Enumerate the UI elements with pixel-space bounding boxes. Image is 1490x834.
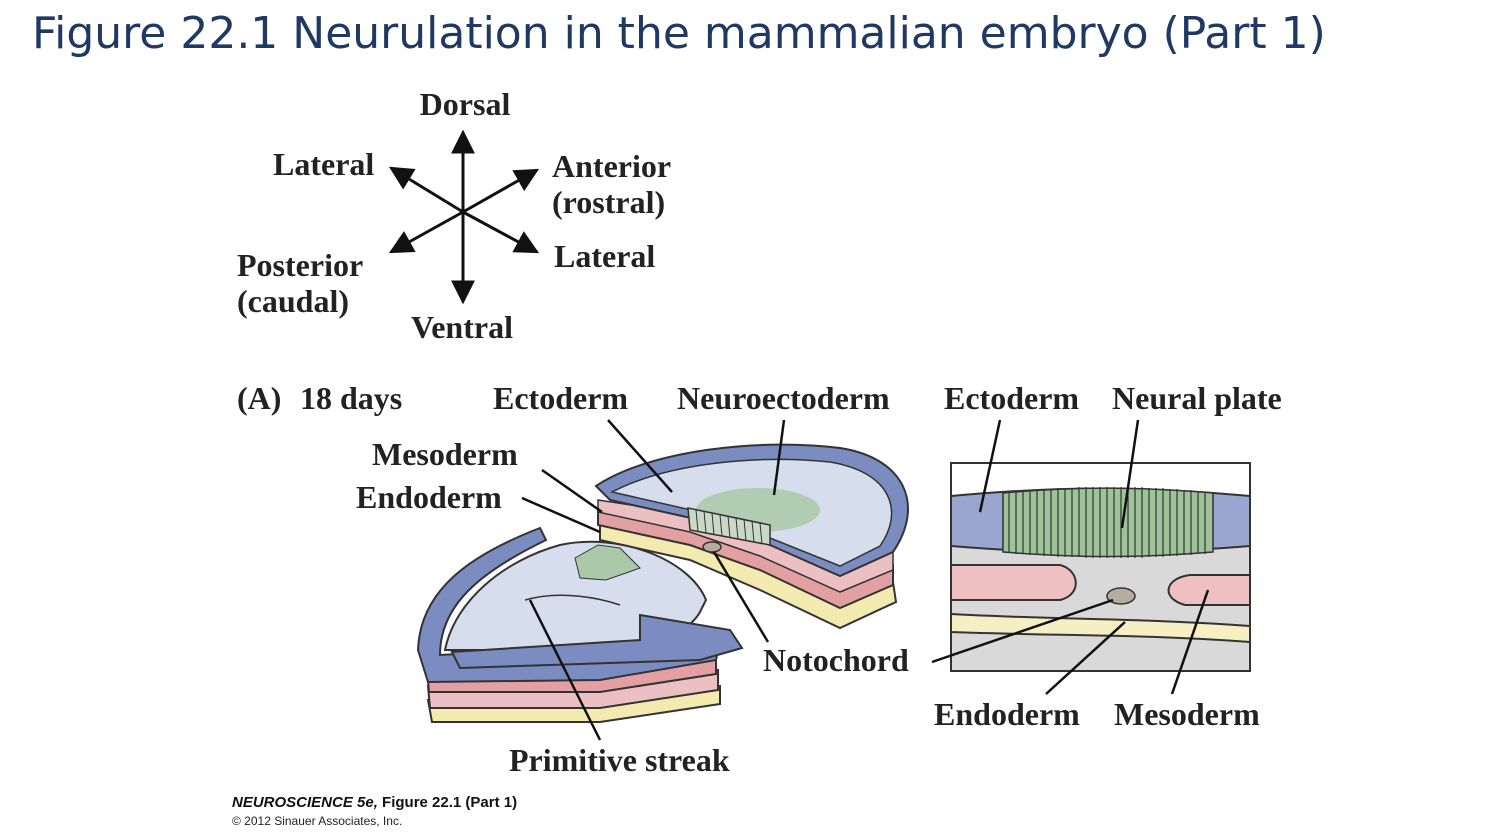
embryo-endoderm-label: Endoderm [356, 479, 502, 515]
copyright-line: © 2012 Sinauer Associates, Inc. [232, 814, 403, 828]
posterior-label: Posterior [237, 247, 363, 283]
embryo-ectoderm-label: Ectoderm [493, 380, 628, 416]
primitive-streak-label: Primitive streak [509, 742, 730, 778]
neural-plate-leader [1120, 419, 1140, 529]
lateral-right-label: Lateral [554, 238, 655, 274]
embryo-mesoderm-label: Mesoderm [372, 436, 518, 472]
notochord-label: Notochord [763, 642, 909, 678]
section-ectoderm-label: Ectoderm [944, 380, 1079, 416]
ventral-label: Ventral [411, 309, 513, 345]
posterior-sub-label: (caudal) [237, 283, 349, 319]
embryo-posterior-half [416, 526, 744, 723]
lateral-left-arrow [388, 166, 464, 214]
section-notochord-leader [931, 598, 1114, 664]
anterior-arrow [462, 168, 540, 214]
figure-title: Figure 22.1 Neurulation in the mammalian… [32, 8, 1326, 59]
endoderm-leader [521, 496, 601, 534]
section-ectoderm-leader [978, 419, 1002, 513]
credit-book: NEUROSCIENCE 5e, [232, 794, 378, 811]
dorsal-label: Dorsal [420, 86, 511, 122]
section-endoderm-leader [1045, 621, 1126, 695]
neural-plate-label: Neural plate [1112, 380, 1282, 416]
credit-line: NEUROSCIENCE 5e, Figure 22.1 (Part 1) [232, 794, 517, 811]
ectoderm-leader [607, 419, 673, 493]
neuroectoderm-label: Neuroectoderm [677, 380, 890, 416]
posterior-arrow [388, 210, 464, 254]
cross-section [950, 462, 1251, 672]
section-mesoderm-label: Mesoderm [1114, 696, 1260, 732]
embryo-anterior-half [594, 443, 909, 630]
anterior-label: Anterior [552, 148, 671, 184]
lateral-left-label: Lateral [273, 146, 374, 182]
orientation-compass: Dorsal Ventral Lateral Lateral Anterior … [237, 86, 671, 345]
primitive-streak-leader [528, 599, 602, 741]
mesoderm-leader [541, 468, 603, 514]
section-endoderm-label: Endoderm [934, 696, 1080, 732]
neuroectoderm-leader [772, 419, 786, 496]
anterior-sub-label: (rostral) [552, 184, 665, 220]
lateral-right-arrow [462, 210, 540, 254]
section-mesoderm-leader [1170, 589, 1210, 695]
panel-stage: 18 days [300, 380, 402, 416]
notochord-leader [712, 551, 770, 643]
panel-letter: (A) [237, 380, 281, 416]
credit-figure: Figure 22.1 (Part 1) [382, 794, 518, 811]
